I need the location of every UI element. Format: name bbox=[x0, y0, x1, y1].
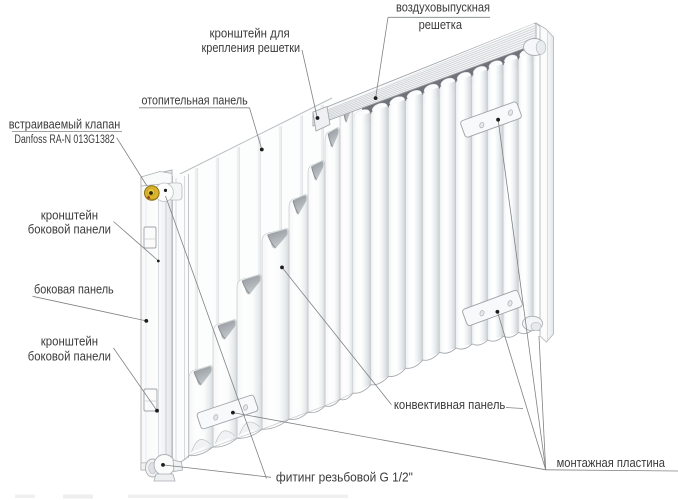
svg-text:боковой панели: боковой панели bbox=[28, 222, 111, 237]
svg-text:воздуховыпускная: воздуховыпускная bbox=[396, 0, 490, 15]
svg-text:конвективная панель: конвективная панель bbox=[394, 397, 506, 412]
svg-text:Danfoss RA-N 013G1382: Danfoss RA-N 013G1382 bbox=[15, 134, 115, 146]
svg-text:монтажная пластина: монтажная пластина bbox=[557, 455, 666, 470]
svg-text:решетка: решетка bbox=[419, 17, 463, 32]
svg-text:боковой панели: боковой панели bbox=[28, 348, 111, 363]
svg-text:крепления решетки: крепления решетки bbox=[202, 40, 301, 55]
svg-text:кронштейн: кронштейн bbox=[41, 333, 98, 348]
svg-text:боковая панель: боковая панель bbox=[34, 282, 114, 297]
svg-text:кронштейн: кронштейн bbox=[41, 207, 98, 222]
svg-text:фитинг резьбовой G 1/2": фитинг резьбовой G 1/2" bbox=[276, 469, 413, 484]
svg-text:встраиваемый клапан: встраиваемый клапан bbox=[9, 117, 121, 132]
svg-text:кронштейн для: кронштейн для bbox=[210, 26, 290, 41]
svg-text:отопительная панель: отопительная панель bbox=[142, 93, 248, 108]
